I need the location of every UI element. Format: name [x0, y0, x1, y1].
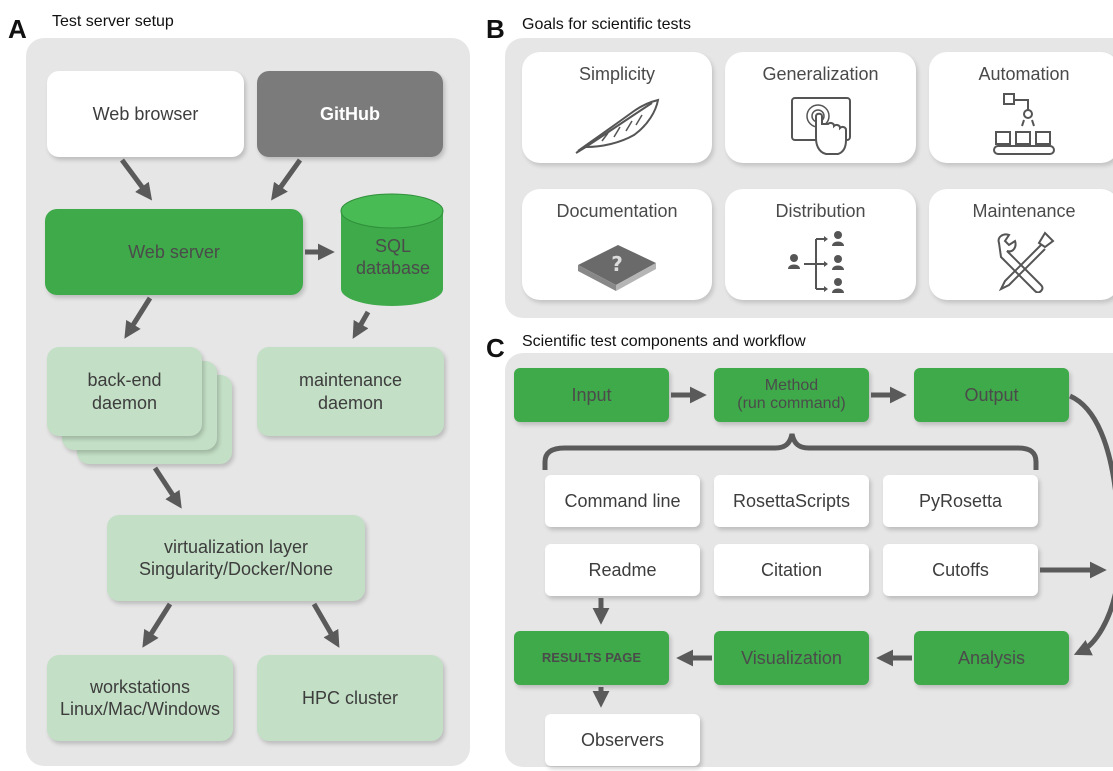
goal-simplicity: Simplicity [522, 52, 712, 163]
pyrosetta-label: PyRosetta [918, 490, 1003, 511]
goal-simplicity-label: Simplicity [578, 64, 655, 84]
maintenance-label-line2: daemon [317, 392, 384, 413]
analysis-box: Analysis [914, 631, 1069, 685]
workstations-label-line1: workstations [89, 676, 191, 697]
maintenance-label-line1: maintenance [298, 370, 403, 390]
web-browser-box: Web browser [47, 71, 244, 157]
distribution-people-icon [787, 231, 844, 293]
command-line-box: Command line [545, 475, 700, 527]
visualization-label: Visualization [741, 647, 842, 668]
sql-database-cylinder [340, 193, 444, 306]
backend-daemon-box: back-end daemon [47, 347, 202, 436]
backend-label-line1: back-end [87, 370, 162, 390]
virtualization-label-line2: Singularity/Docker/None [138, 559, 334, 579]
rosettascripts-box: RosettaScripts [714, 475, 869, 527]
output-box: Output [914, 368, 1069, 422]
wrench-screwdriver-icon [997, 231, 1055, 293]
readme-box: Readme [545, 544, 700, 596]
github-box: GitHub [257, 71, 443, 157]
method-label-line1: Method [764, 376, 819, 394]
virtualization-layer-box: virtualization layer Singularity/Docker/… [107, 515, 365, 601]
citation-box: Citation [714, 544, 869, 596]
workstations-label-line2: Linux/Mac/Windows [59, 699, 221, 719]
goal-automation: Automation [929, 52, 1113, 163]
results-page-label: RESULTS PAGE [541, 649, 642, 665]
results-page-box: RESULTS PAGE [514, 631, 669, 685]
goal-generalization: Generalization [725, 52, 916, 163]
backend-label-line2: daemon [91, 392, 158, 413]
command-line-label: Command line [564, 490, 681, 511]
hpc-cluster-label: HPC cluster [301, 687, 399, 708]
web-server-box: Web server [45, 209, 303, 295]
web-browser-label: Web browser [92, 103, 199, 124]
panel-c-letter: C [486, 333, 505, 363]
cutoffs-box: Cutoffs [883, 544, 1038, 596]
feather-icon [575, 98, 660, 154]
input-box: Input [514, 368, 669, 422]
workstations-box: workstations Linux/Mac/Windows [47, 655, 233, 741]
observers-box: Observers [545, 714, 700, 766]
panel-b-title: Goals for scientific tests [522, 16, 691, 33]
goal-automation-label: Automation [978, 64, 1070, 84]
goal-documentation: Documentation ? [522, 189, 712, 300]
help-book-icon: ? [578, 245, 656, 291]
virtualization-label-line1: virtualization layer [163, 536, 309, 557]
citation-label: Citation [760, 559, 823, 580]
sql-label-line2: database [355, 257, 431, 278]
hpc-cluster-box: HPC cluster [257, 655, 443, 741]
analysis-label: Analysis [957, 647, 1026, 668]
rosettascripts-label: RosettaScripts [732, 490, 851, 511]
panel-a-letter: A [8, 14, 27, 44]
sql-label-line1: SQL [374, 236, 412, 256]
web-server-label: Web server [128, 241, 220, 262]
readme-label: Readme [588, 559, 657, 580]
maintenance-daemon-box: maintenance daemon [257, 347, 444, 436]
method-label-line2: (run command) [737, 395, 846, 412]
goal-distribution: Distribution [725, 189, 916, 300]
cutoffs-label: Cutoffs [932, 559, 989, 580]
pyrosetta-box: PyRosetta [883, 475, 1038, 527]
input-label: Input [571, 384, 612, 405]
sql-database-label: SQL database [338, 236, 448, 279]
output-label: Output [964, 384, 1019, 405]
observers-label: Observers [580, 729, 665, 750]
goal-documentation-label: Documentation [556, 201, 678, 221]
svg-text:?: ? [611, 252, 623, 276]
robot-arm-conveyor-icon [993, 93, 1055, 155]
touchscreen-icon [790, 97, 851, 155]
goal-generalization-label: Generalization [762, 64, 879, 84]
goal-distribution-label: Distribution [775, 201, 866, 221]
panel-c-title: Scientific test components and workflow [522, 333, 806, 350]
goal-maintenance-label: Maintenance [972, 201, 1076, 221]
method-box: Method (run command) [714, 368, 869, 422]
github-label: GitHub [320, 103, 380, 124]
panel-b-letter: B [486, 14, 505, 44]
goal-maintenance: Maintenance [929, 189, 1113, 300]
panel-a-title: Test server setup [52, 13, 174, 30]
visualization-box: Visualization [714, 631, 869, 685]
